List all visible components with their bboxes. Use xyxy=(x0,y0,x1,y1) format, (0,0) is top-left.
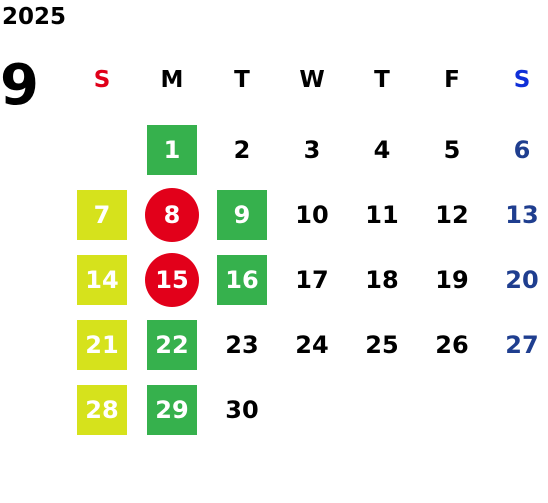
calendar-day[interactable]: 21 xyxy=(77,320,127,370)
weekday-header: T xyxy=(374,67,390,93)
calendar-day[interactable]: 5 xyxy=(443,136,461,164)
calendar-day[interactable]: 18 xyxy=(365,266,399,294)
calendar-day[interactable]: 14 xyxy=(77,255,127,305)
calendar-day[interactable]: 23 xyxy=(225,331,259,359)
weekday-header: F xyxy=(444,67,460,93)
weekday-header: W xyxy=(299,67,325,93)
weekday-header: T xyxy=(234,67,250,93)
calendar-day[interactable]: 13 xyxy=(505,201,539,229)
year-label: 2025 xyxy=(2,4,67,30)
weekday-header: S xyxy=(93,67,111,93)
calendar-day[interactable]: 15 xyxy=(145,253,199,307)
calendar-day[interactable]: 4 xyxy=(373,136,391,164)
calendar-day[interactable]: 11 xyxy=(365,201,399,229)
calendar-day[interactable]: 7 xyxy=(77,190,127,240)
weekday-header: S xyxy=(513,67,531,93)
calendar-day[interactable]: 25 xyxy=(365,331,399,359)
calendar-day[interactable]: 10 xyxy=(295,201,329,229)
calendar-day[interactable]: 24 xyxy=(295,331,329,359)
calendar-day[interactable]: 22 xyxy=(147,320,197,370)
calendar-day[interactable]: 30 xyxy=(225,396,259,424)
calendar-day[interactable]: 17 xyxy=(295,266,329,294)
calendar-day[interactable]: 27 xyxy=(505,331,539,359)
calendar-day[interactable]: 3 xyxy=(303,136,321,164)
calendar-day[interactable]: 19 xyxy=(435,266,469,294)
calendar-day[interactable]: 29 xyxy=(147,385,197,435)
weekday-header: M xyxy=(160,67,184,93)
calendar-day[interactable]: 26 xyxy=(435,331,469,359)
calendar-day[interactable]: 8 xyxy=(145,188,199,242)
calendar-day[interactable]: 1 xyxy=(147,125,197,175)
calendar-day[interactable]: 28 xyxy=(77,385,127,435)
calendar-day[interactable]: 20 xyxy=(505,266,539,294)
calendar-day[interactable]: 12 xyxy=(435,201,469,229)
calendar-day[interactable]: 16 xyxy=(217,255,267,305)
month-label: 9 xyxy=(0,53,39,118)
calendar-day[interactable]: 2 xyxy=(233,136,251,164)
calendar-day[interactable]: 9 xyxy=(217,190,267,240)
calendar-day[interactable]: 6 xyxy=(513,136,531,164)
